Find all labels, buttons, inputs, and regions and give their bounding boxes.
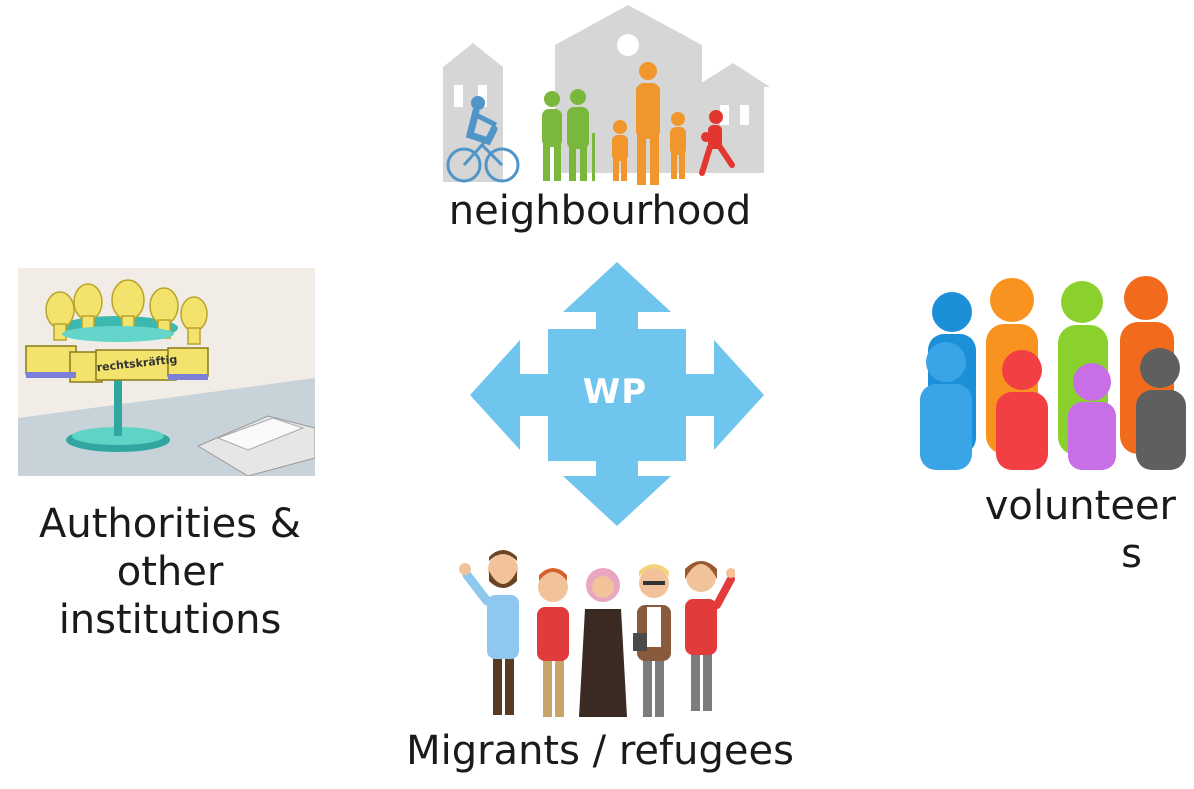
center-label: WP bbox=[582, 372, 648, 412]
authorities-label-line3: institutions bbox=[58, 597, 282, 643]
volunteers-label-line2: s bbox=[1121, 531, 1142, 577]
authorities-label-line2: other bbox=[116, 549, 224, 595]
wp-center-arrows bbox=[470, 262, 764, 526]
volunteers-label-line1: volunteer bbox=[984, 483, 1176, 529]
authorities-label-line1: Authorities & bbox=[39, 501, 301, 547]
rubber-stamps-illustration bbox=[18, 268, 315, 476]
crowd-of-people-icon bbox=[920, 276, 1186, 470]
group-of-people-illustration bbox=[459, 550, 735, 717]
volunteers-label: volunteer s bbox=[936, 482, 1176, 578]
neighbourhood-label: neighbourhood bbox=[448, 188, 752, 234]
migrants-label: Migrants / refugees bbox=[406, 728, 794, 774]
neighbourhood-illustration bbox=[443, 5, 770, 185]
authorities-label: Authorities & other institutions bbox=[0, 500, 340, 644]
